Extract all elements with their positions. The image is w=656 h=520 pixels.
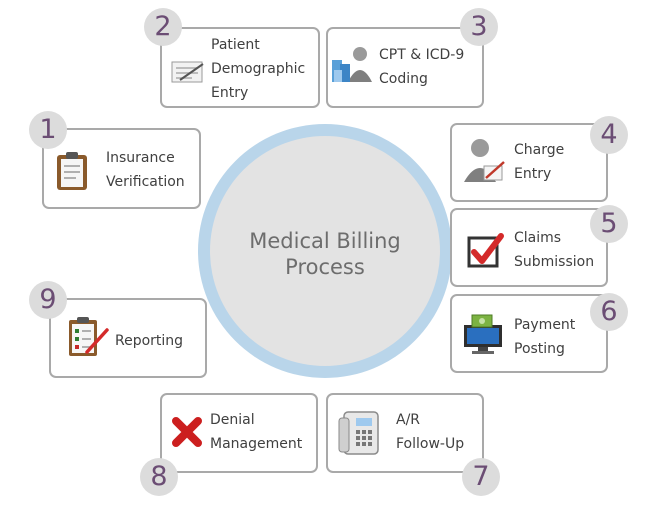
center-circle	[210, 136, 440, 366]
step-9-label: Reporting	[115, 333, 184, 349]
step-4-number: 4	[590, 116, 628, 154]
step-4-box	[450, 123, 608, 202]
step-6-label: Payment Posting	[514, 317, 576, 357]
clipboard-icon	[57, 152, 87, 190]
step-1-label: Insurance Verification	[106, 150, 185, 190]
step-3-number: 3	[460, 8, 498, 46]
step-8-label: Denial Management	[210, 412, 303, 452]
step-8-box	[160, 393, 318, 473]
checklist-icon	[69, 317, 109, 356]
coder-with-files-icon	[332, 47, 372, 82]
step-7-label: A/R Follow-Up	[396, 412, 465, 452]
center-title: Medical Billing Process	[210, 228, 440, 280]
red-x-icon	[172, 417, 202, 447]
step-2-number: 2	[144, 8, 182, 46]
step-4-label: Charge Entry	[514, 142, 565, 182]
center-title-line1: Medical Billing	[249, 229, 401, 253]
person-writing-icon	[464, 139, 505, 182]
phone-icon	[338, 411, 379, 455]
step-2-label: Patient Demographic Entry	[211, 37, 306, 101]
step-9-number: 9	[29, 281, 67, 319]
step-1-number: 1	[29, 111, 67, 149]
step-3-box	[326, 27, 484, 108]
center-title-line2: Process	[285, 255, 365, 279]
step-7-number: 7	[462, 458, 500, 496]
step-3-label: CPT & ICD-9 Coding	[379, 47, 465, 87]
form-pen-icon	[171, 61, 204, 83]
checkbox-checked-icon	[467, 233, 504, 268]
step-5-label: Claims Submission	[514, 230, 595, 270]
step-5-number: 5	[590, 205, 628, 243]
step-8-number: 8	[140, 458, 178, 496]
step-6-number: 6	[590, 293, 628, 331]
monitor-money-icon	[464, 314, 502, 354]
